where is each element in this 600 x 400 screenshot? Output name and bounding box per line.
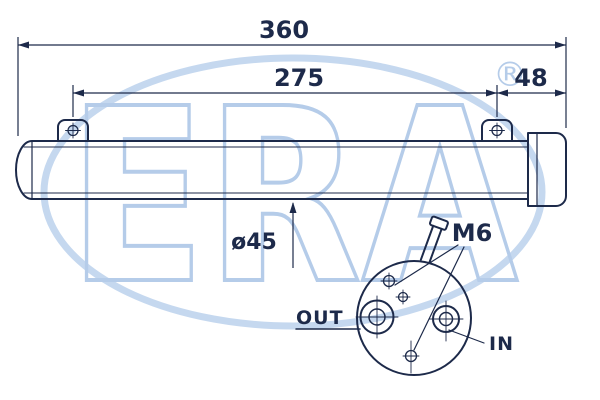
thread-hole-top (380, 272, 398, 290)
dim-275-arrow-left (73, 89, 84, 97)
end-view-outline (356, 260, 472, 376)
dim-360-arrow-left (18, 41, 29, 49)
cylinder-body (15, 140, 529, 200)
fitting-stem-cap (428, 215, 449, 231)
port-in-label: IN (489, 333, 514, 355)
watermark-logo: ERA ® (40, 54, 546, 339)
thread-hole-middle (395, 289, 411, 305)
thread-size-label: M6 (452, 219, 493, 247)
fitting-stem (419, 215, 449, 264)
thread-hole-bottom (402, 340, 420, 374)
dim-48-arrow-right (555, 89, 566, 97)
dimensions (17, 37, 567, 268)
port-out (355, 295, 399, 339)
watermark-oval (40, 54, 546, 330)
fitting-stem-lines (419, 224, 443, 264)
end-view (295, 215, 485, 376)
bracket-right (481, 119, 513, 142)
side-view (15, 119, 567, 207)
bracket-left (57, 119, 89, 142)
end-cap (527, 132, 567, 207)
watermark-text: ERA (68, 57, 518, 337)
dim-diameter-label: ø45 (231, 230, 277, 255)
dim-360-arrow-right (555, 41, 566, 49)
registered-trademark-icon: ® (493, 55, 527, 95)
dim-275-label: 275 (274, 64, 324, 92)
dim-48-label: 48 (514, 64, 547, 92)
bracket-right-outline (481, 119, 513, 142)
port-out-label: OUT (296, 307, 344, 329)
m6-leader-1 (394, 244, 459, 286)
dim-275-arrow-right (486, 89, 497, 97)
port-in (428, 300, 464, 342)
in-label-leader (448, 329, 485, 344)
bracket-left-outline (57, 119, 89, 142)
dim-diameter-arrow (289, 202, 297, 213)
m6-leader-2 (413, 246, 465, 351)
dim-360-label: 360 (259, 16, 309, 44)
dim-48-arrow-left (497, 89, 508, 97)
